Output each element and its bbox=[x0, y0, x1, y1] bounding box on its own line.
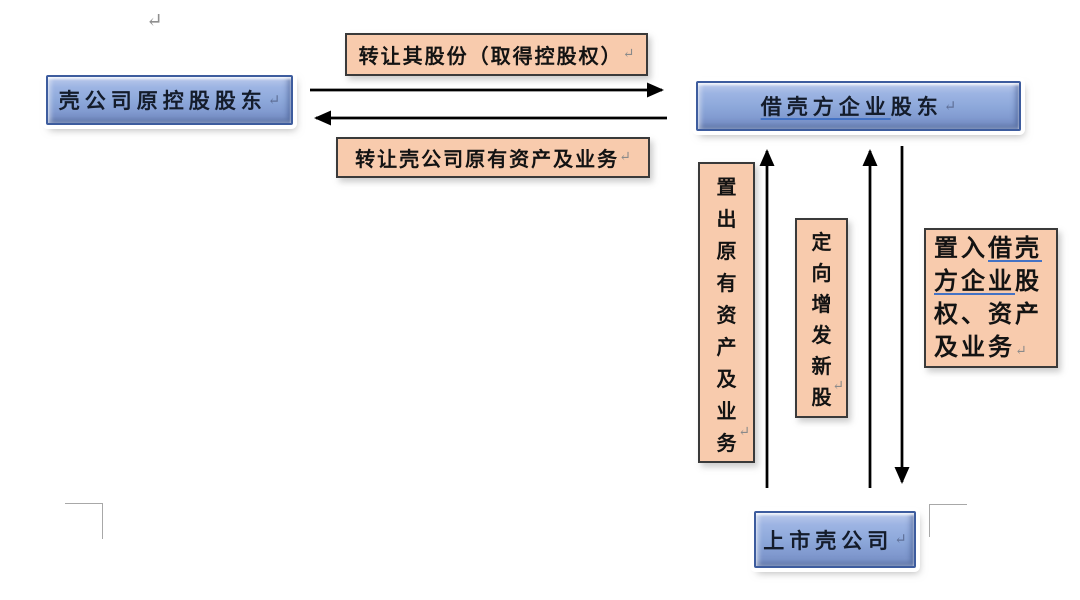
label-inject-prefix: 置入 bbox=[934, 236, 988, 262]
label-inject-assets: 置入借壳方企业股权、资产及业务↵ bbox=[924, 228, 1058, 368]
label-transfer-assets: 转让壳公司原有资产及业务↵ bbox=[336, 137, 650, 178]
label-inject-underlined: 借壳方企业 bbox=[934, 236, 1042, 295]
page-margin-mark-right bbox=[929, 504, 967, 537]
label-private-placement-text: 定向增发新股 bbox=[811, 232, 832, 409]
label-transfer-shares-text: 转让其股份（取得控股权） bbox=[358, 46, 623, 68]
return-mark: ↵ bbox=[832, 379, 844, 394]
label-divest-assets: 置出原有资产及业务 ↵ bbox=[698, 162, 755, 463]
label-divest-assets-text: 置出原有资产及业务 bbox=[716, 177, 737, 455]
return-mark: ↵ bbox=[943, 98, 957, 115]
paragraph-return-mark: ↵ bbox=[146, 10, 163, 32]
node-shell-original-shareholder: 壳公司原控股股东↵ bbox=[46, 75, 293, 125]
label-inject-suffix: 股权、资产及业务 bbox=[934, 269, 1042, 361]
label-private-placement: 定向增发新股 ↵ bbox=[795, 218, 848, 418]
node-acquirer-label-rest: 股东 bbox=[890, 95, 943, 119]
return-mark: ↵ bbox=[267, 92, 281, 109]
label-transfer-shares: 转让其股份（取得控股权）↵ bbox=[345, 33, 648, 76]
page-margin-mark-left bbox=[65, 503, 103, 539]
return-mark: ↵ bbox=[622, 47, 635, 62]
return-mark: ↵ bbox=[1015, 344, 1027, 359]
node-listed-shell-company: 上市壳公司↵ bbox=[754, 511, 916, 568]
return-mark: ↵ bbox=[738, 425, 750, 440]
node-shell-original-shareholder-label: 壳公司原控股股东 bbox=[58, 89, 267, 113]
node-acquirer-enterprise-shareholder: 借壳方企业股东↵ bbox=[696, 81, 1021, 131]
return-mark: ↵ bbox=[894, 532, 907, 548]
label-transfer-assets-text: 转让壳公司原有资产及业务 bbox=[355, 149, 620, 171]
node-listed-shell-company-label: 上市壳公司 bbox=[763, 528, 894, 553]
node-acquirer-label-underlined: 借壳方企业 bbox=[760, 95, 891, 119]
return-mark: ↵ bbox=[619, 150, 631, 165]
